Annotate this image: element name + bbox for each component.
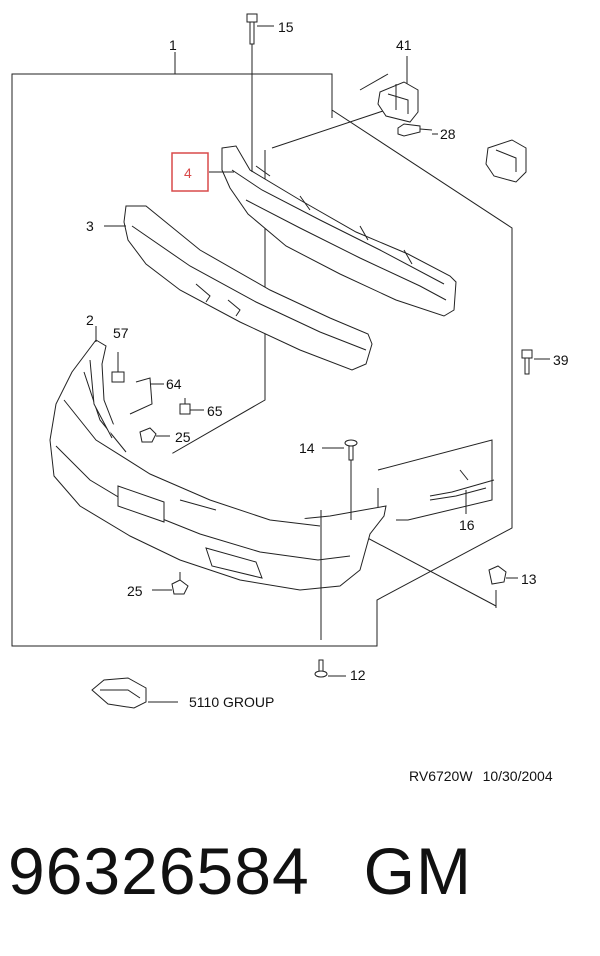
callout-12: 12 — [350, 667, 366, 683]
callout-14: 14 — [299, 440, 315, 456]
drawing-date: 10/30/2004 — [482, 768, 553, 784]
part-number: 96326584 — [8, 834, 310, 908]
exploded-parts-diagram: 1 2 3 4 12 13 14 15 16 25 25 28 39 41 57… — [11, 13, 569, 710]
energy-absorber-part — [221, 145, 457, 317]
callout-4: 4 — [184, 165, 192, 181]
fog-lamp-part — [91, 677, 178, 709]
bolt-15 — [246, 13, 274, 172]
callout-labels: 1 2 3 4 12 13 14 15 16 25 25 28 39 41 57… — [86, 19, 569, 710]
impact-bar-part — [123, 205, 373, 371]
callout-13: 13 — [521, 571, 537, 587]
callout-25b: 25 — [127, 583, 143, 599]
callout-5110-group: 5110 GROUP — [189, 694, 274, 710]
callout-64: 64 — [166, 376, 182, 392]
bracket-part — [377, 81, 527, 183]
callout-2: 2 — [86, 312, 94, 328]
drawing-code: RV6720W — [409, 768, 473, 784]
small-fasteners — [111, 352, 204, 595]
leader-lines — [95, 56, 438, 342]
callout-41: 41 — [396, 37, 412, 53]
assembly-frame — [11, 52, 513, 647]
callout-1: 1 — [169, 37, 177, 53]
callout-57: 57 — [113, 325, 129, 341]
bolt-39 — [521, 349, 550, 375]
drawing-reference: RV6720W 10/30/2004 — [409, 768, 553, 784]
screw-12 — [314, 510, 346, 678]
callout-65: 65 — [207, 403, 223, 419]
bumper-fascia-part — [49, 339, 387, 591]
highlight-box — [171, 152, 209, 192]
guide-lines — [139, 73, 497, 608]
part-brand: GM — [363, 834, 472, 908]
strip-16 — [429, 469, 495, 514]
callout-28: 28 — [440, 126, 456, 142]
screw-14 — [322, 439, 358, 520]
callout-3: 3 — [86, 218, 94, 234]
callout-16: 16 — [459, 517, 475, 533]
bolt-28 — [397, 123, 433, 137]
callout-15: 15 — [278, 19, 294, 35]
callout-39: 39 — [553, 352, 569, 368]
callout-25a: 25 — [175, 429, 191, 445]
clip-13 — [488, 565, 518, 585]
